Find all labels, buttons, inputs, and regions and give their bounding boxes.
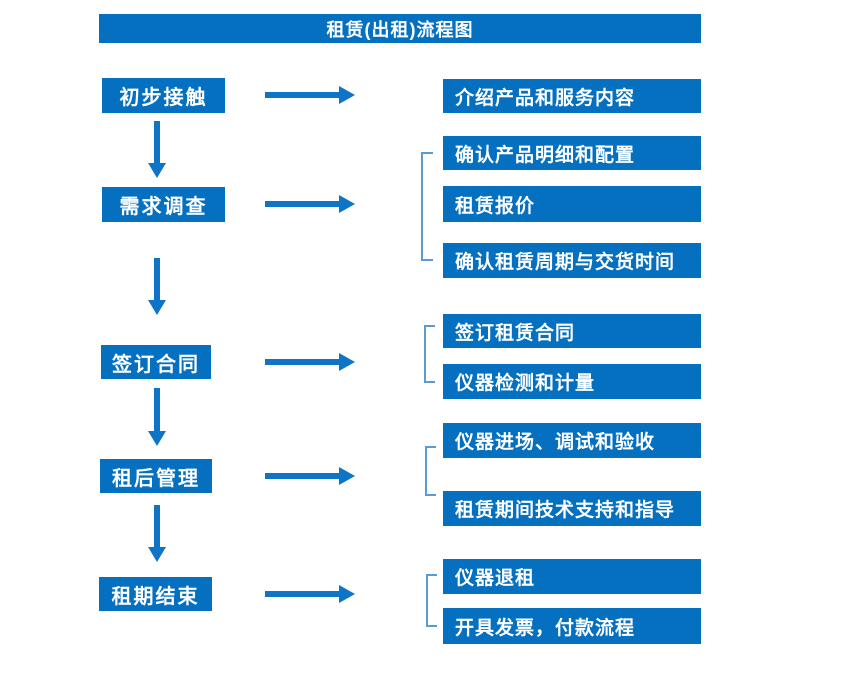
down-arrow-head — [148, 163, 166, 178]
step-box-initial-contact: 初步接触 — [102, 78, 225, 113]
right-arrow-head — [339, 467, 355, 485]
right-arrow-head — [339, 86, 355, 104]
right-arrow-head — [339, 195, 355, 213]
detail-box-introduce-products: 介绍产品和服务内容 — [443, 79, 701, 113]
right-arrow-icon — [265, 585, 355, 603]
right-arrow-shaft — [265, 473, 339, 479]
down-arrow-shaft — [154, 258, 160, 301]
down-arrow-icon — [148, 388, 166, 446]
step-box-rental-end: 租期结束 — [99, 577, 212, 611]
flowchart-title: 租赁(出租)流程图 — [99, 14, 701, 43]
step-box-post-rental-management: 租后管理 — [100, 459, 212, 493]
detail-box-technical-support: 租赁期间技术支持和指导 — [443, 491, 701, 526]
step-box-sign-contract: 签订合同 — [101, 345, 211, 379]
right-arrow-icon — [265, 467, 355, 485]
group-bracket-post-rental — [425, 446, 436, 496]
group-bracket-sign-contract — [424, 325, 435, 383]
right-arrow-icon — [265, 195, 355, 213]
down-arrow-head — [148, 547, 166, 562]
detail-box-invoice-payment: 开具发票，付款流程 — [443, 608, 701, 644]
down-arrow-head — [148, 431, 166, 446]
detail-box-sign-rental-contract: 签订租赁合同 — [443, 314, 701, 348]
detail-box-confirm-period-delivery: 确认租赁周期与交货时间 — [443, 243, 701, 278]
right-arrow-icon — [265, 86, 355, 104]
right-arrow-shaft — [265, 359, 339, 365]
down-arrow-shaft — [154, 505, 160, 548]
group-bracket-demand-survey — [421, 152, 433, 261]
group-bracket-rental-end — [426, 574, 437, 627]
detail-box-instrument-inspection: 仪器检测和计量 — [443, 364, 701, 399]
down-arrow-icon — [148, 121, 166, 178]
down-arrow-icon — [148, 505, 166, 562]
down-arrow-head — [148, 300, 166, 315]
right-arrow-shaft — [265, 201, 339, 207]
right-arrow-shaft — [265, 591, 339, 597]
right-arrow-icon — [265, 353, 355, 371]
detail-box-instrument-setup-acceptance: 仪器进场、调试和验收 — [443, 423, 701, 458]
detail-box-confirm-product-config: 确认产品明细和配置 — [443, 136, 701, 170]
down-arrow-shaft — [154, 121, 160, 164]
detail-box-rental-quote: 租赁报价 — [443, 186, 701, 222]
right-arrow-head — [339, 585, 355, 603]
right-arrow-head — [339, 353, 355, 371]
down-arrow-icon — [148, 258, 166, 315]
step-box-demand-survey: 需求调查 — [102, 187, 225, 222]
detail-box-instrument-return: 仪器退租 — [443, 559, 701, 594]
down-arrow-shaft — [154, 388, 160, 432]
right-arrow-shaft — [265, 92, 339, 98]
